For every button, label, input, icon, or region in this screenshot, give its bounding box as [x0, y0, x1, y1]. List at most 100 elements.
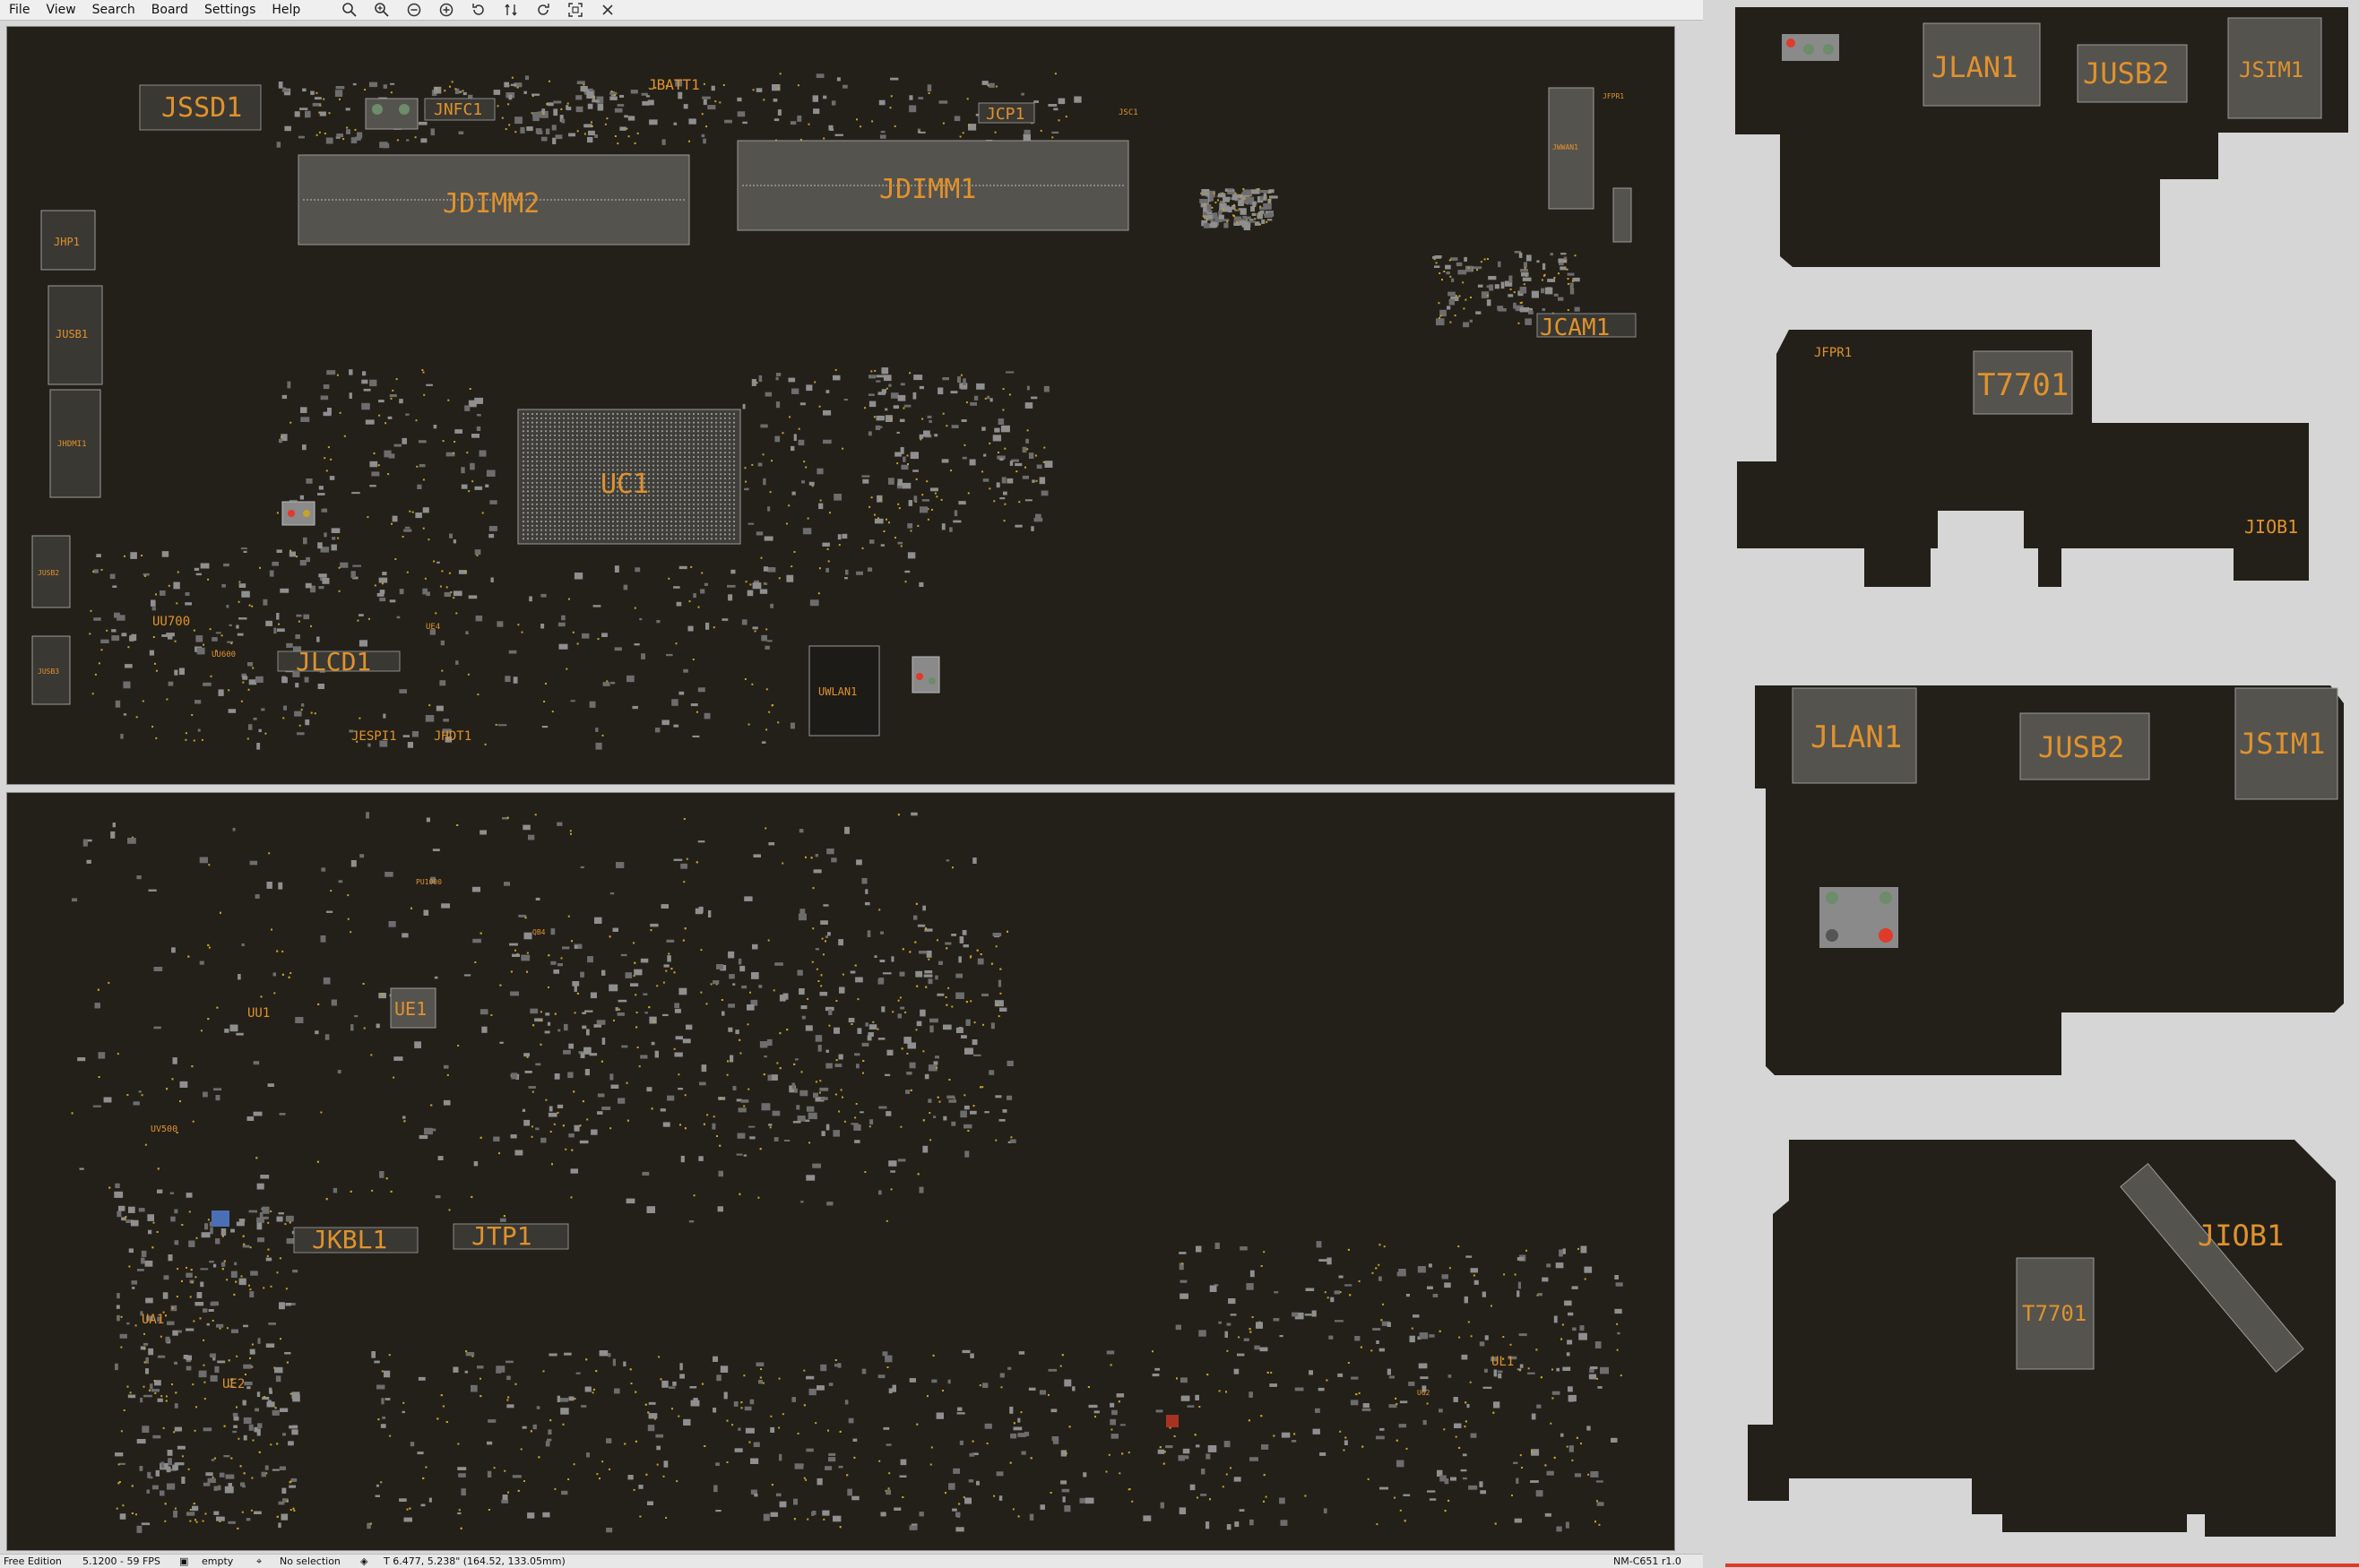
- bga-ball: [598, 412, 601, 416]
- pcb-component: [243, 550, 247, 553]
- pcb-component: [1411, 1327, 1413, 1330]
- pcb-component: [820, 1364, 827, 1372]
- pcb-component: [808, 123, 810, 125]
- pcb-component: [198, 1370, 207, 1378]
- pcb-component: [599, 1478, 601, 1480]
- rotate-cw-icon[interactable]: [527, 0, 559, 20]
- zoom-plus-icon[interactable]: [430, 0, 462, 20]
- pcb-component: [1013, 1422, 1015, 1425]
- pcb-component: [279, 1466, 286, 1470]
- pcb-component: [765, 827, 767, 830]
- pcb-component: [256, 1391, 261, 1397]
- pcb-component: [289, 1425, 296, 1429]
- bga-ball: [625, 430, 628, 433]
- pcb-component: [802, 528, 812, 535]
- bga-ball: [661, 469, 664, 471]
- bga-ball: [553, 430, 557, 433]
- pcb-component: [964, 1047, 973, 1055]
- pcb-component: [981, 470, 983, 473]
- bga-ball: [719, 434, 722, 437]
- fit-view-icon[interactable]: [559, 0, 592, 20]
- bga-ball: [544, 495, 548, 497]
- pcb-component: [1233, 1368, 1240, 1374]
- bga-ball: [701, 434, 704, 437]
- board-view-top[interactable]: JSSD1 JNFC1 JBATT1 JCP1 JSC1 JDIMM2 JDIM…: [6, 26, 1675, 785]
- pcb-component: [1441, 1274, 1448, 1279]
- pcb-component: [1225, 1473, 1228, 1476]
- bga-ball: [526, 481, 530, 484]
- flip-icon[interactable]: [495, 0, 527, 20]
- close-board-icon[interactable]: [592, 0, 624, 20]
- pcb-component: [842, 84, 848, 89]
- bga-ball: [643, 469, 646, 471]
- pcb-component: [430, 128, 435, 136]
- pcb-component: [778, 577, 781, 580]
- menu-settings[interactable]: Settings: [203, 3, 256, 17]
- pcb-component: [111, 635, 120, 642]
- rotate-ccw-icon[interactable]: [462, 0, 495, 20]
- bga-ball: [714, 538, 718, 540]
- pcb-component: [747, 1004, 755, 1011]
- pcb-component: [1239, 220, 1248, 226]
- menu-search[interactable]: Search: [91, 3, 135, 17]
- board-view-bottom[interactable]: UE1 UU1 UV500 JKBL1 JTP1 UA1 UE2 UL1 UG2…: [6, 792, 1675, 1551]
- pcb-component: [1456, 262, 1463, 267]
- bga-ball: [553, 477, 557, 480]
- pcb-component: [828, 1024, 831, 1027]
- pcb-component: [912, 470, 919, 472]
- bga-ball: [553, 434, 557, 437]
- menu-view[interactable]: View: [46, 3, 76, 17]
- menu-board[interactable]: Board: [151, 3, 188, 17]
- board-top-canvas[interactable]: JSSD1 JNFC1 JBATT1 JCP1 JSC1 JDIMM2 JDIM…: [7, 27, 1674, 784]
- pcb-component: [1007, 1095, 1013, 1100]
- pcb-component: [765, 628, 768, 631]
- pcb-component: [713, 1485, 718, 1493]
- pcb-component: [240, 700, 243, 702]
- pcb-component: [210, 1227, 213, 1235]
- pcb-component: [396, 616, 401, 619]
- bga-ball: [611, 469, 615, 471]
- pcb-component: [567, 1072, 574, 1079]
- bga-ball: [719, 430, 722, 433]
- bga-ball: [696, 507, 700, 510]
- bga-ball: [607, 473, 610, 476]
- bga-ball: [678, 434, 682, 437]
- menu-file[interactable]: File: [9, 3, 30, 17]
- zoom-out-icon[interactable]: [398, 0, 430, 20]
- pcb-component: [131, 836, 134, 839]
- pcb-component: [1121, 1452, 1124, 1455]
- pcb-component: [550, 928, 556, 935]
- bga-ball: [607, 486, 610, 488]
- bga-ball: [701, 417, 704, 419]
- bga-ball: [625, 507, 628, 510]
- bga-ball: [540, 524, 543, 527]
- menu-help[interactable]: Help: [272, 3, 301, 17]
- bga-ball: [625, 426, 628, 428]
- pcb-component: [907, 463, 909, 465]
- bga-ball: [598, 486, 601, 488]
- board-bottom-canvas[interactable]: UE1 UU1 UV500 JKBL1 JTP1 UA1 UE2 UL1 UG2…: [7, 793, 1674, 1550]
- pcb-component: [900, 1006, 905, 1010]
- pcb-component: [850, 970, 856, 974]
- bga-ball: [719, 417, 722, 419]
- bga-ball: [728, 421, 731, 424]
- pcb-component: [1598, 1523, 1601, 1526]
- search-tool-icon[interactable]: [333, 0, 366, 20]
- zoom-in-icon[interactable]: [366, 0, 398, 20]
- pcb-component: [267, 1221, 270, 1224]
- pcb-component: [580, 86, 588, 92]
- pcb-component: [1615, 1282, 1623, 1287]
- pcb-component: [531, 1125, 533, 1128]
- pcb-component: [920, 506, 929, 513]
- pcb-component: [1267, 198, 1272, 205]
- pcb-component: [752, 582, 762, 590]
- pcb-component: [568, 133, 575, 137]
- pcb-component: [1226, 1322, 1231, 1326]
- bga-ball: [629, 473, 633, 476]
- bga-ball: [674, 529, 678, 531]
- pcb-component: [371, 471, 380, 477]
- pcb-component: [193, 1320, 195, 1322]
- pcb-component: [592, 96, 596, 101]
- pcb-component: [1476, 269, 1479, 271]
- bga-ball: [728, 512, 731, 514]
